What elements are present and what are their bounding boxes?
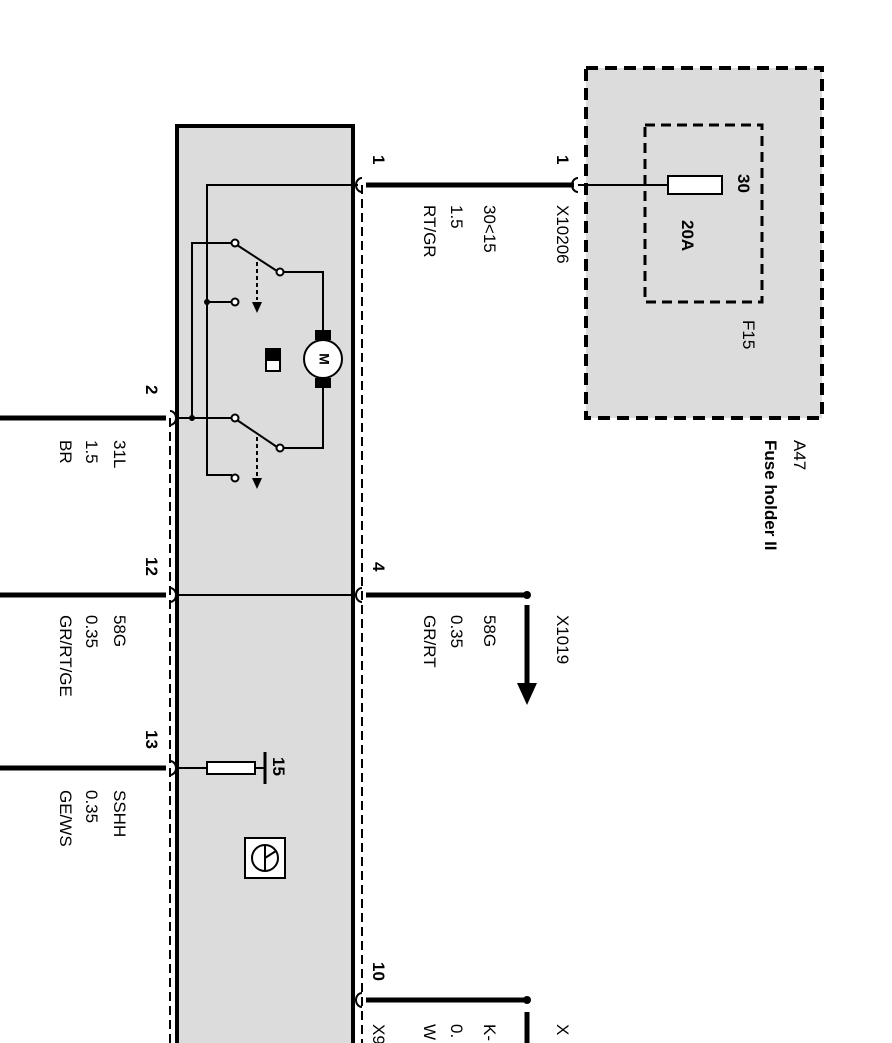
- pin-10: 10: [369, 962, 388, 981]
- fuse-holder-box: [584, 66, 824, 420]
- wire-2-signal: 31L: [110, 440, 129, 468]
- arrow-down-icon: [252, 478, 262, 489]
- connector-x9: X9: [369, 1024, 388, 1043]
- svg-text:M: M: [316, 353, 332, 365]
- wire-1-size: 1.5: [447, 205, 466, 229]
- window-icon: [265, 348, 281, 372]
- motor-icon: M: [303, 330, 343, 388]
- connector-partial: X: [553, 1024, 572, 1035]
- connector-pin: 1: [553, 155, 572, 164]
- pin-13: 13: [142, 730, 161, 749]
- wire-12-size: 0.35: [82, 615, 101, 648]
- pin-12: 12: [142, 557, 161, 576]
- wire-2-color: BR: [56, 440, 75, 464]
- terminal-15: 15: [269, 757, 288, 776]
- wire-2-size: 1.5: [82, 440, 101, 464]
- resistor-symbol: [206, 761, 256, 775]
- wire-13-size: 0.35: [82, 790, 101, 823]
- connector-x10206: X10206: [553, 205, 572, 264]
- connector-x1019: X1019: [553, 615, 572, 664]
- sensor-icon: [244, 837, 286, 879]
- wire-10-size: 0.: [447, 1024, 466, 1038]
- arrow-down-icon: [517, 683, 537, 705]
- wire-1-signal: 30<15: [480, 205, 499, 253]
- fuse-id: F15: [739, 320, 758, 349]
- pin-2: 2: [142, 385, 161, 394]
- wire-4-signal: 58G: [480, 615, 499, 647]
- terminal-30: 30: [734, 174, 753, 193]
- fuse-inner-box: [643, 123, 764, 304]
- wire-13-color: GE/WS: [56, 790, 75, 847]
- wire-4-color: GR/RT: [420, 615, 439, 668]
- fuse-symbol: [667, 175, 723, 195]
- wire-10-color: W: [420, 1024, 439, 1040]
- wire-10-signal: K-: [480, 1024, 499, 1041]
- fuse-holder-name: Fuse holder II: [761, 440, 780, 551]
- arrow-down-icon: [252, 302, 262, 313]
- motor-switch-circuit: [175, 184, 358, 483]
- pin-4: 4: [369, 562, 388, 572]
- fuse-rating: 20A: [678, 220, 697, 251]
- fuse-holder-id: A47: [790, 440, 809, 470]
- wire-1-color: RT/GR: [420, 205, 439, 258]
- pin-1: 1: [369, 155, 388, 164]
- wire-4-size: 0.35: [447, 615, 466, 648]
- wire-13-signal: SSHH: [110, 790, 129, 837]
- wire-12-color: GR/RT/GE: [56, 615, 75, 697]
- wire-12-signal: 58G: [110, 615, 129, 647]
